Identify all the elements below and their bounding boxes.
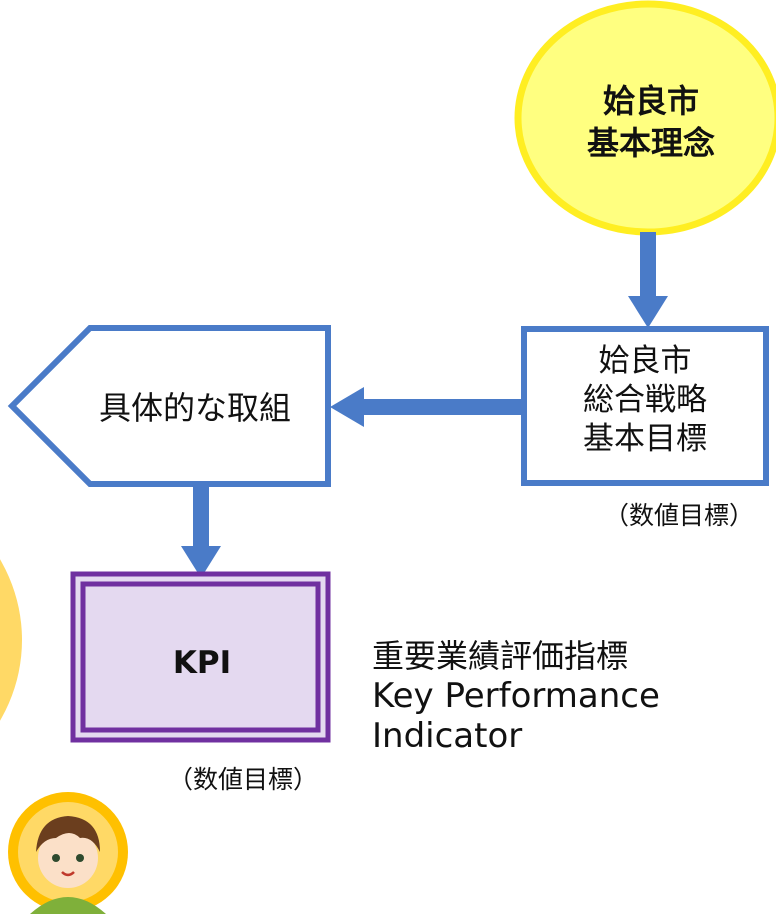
strategy-line-2: 総合戦略 bbox=[583, 382, 707, 418]
kpi-note: （数値目標） bbox=[167, 765, 318, 794]
strategy-box-label: 姶良市 総合戦略 基本目標 bbox=[524, 342, 766, 459]
kpi-description: 重要業績評価指標 Key Performance Indicator bbox=[372, 636, 660, 756]
initiatives-label: 具体的な取組 bbox=[98, 389, 291, 427]
kpi-box-inner bbox=[80, 581, 321, 733]
boy-avatar-icon bbox=[8, 792, 128, 914]
arrow-down-to-kpi bbox=[181, 484, 221, 578]
kpi-box-outer bbox=[70, 571, 331, 743]
initiatives-shape bbox=[7, 325, 331, 487]
kpi-description-english-1: Key Performance bbox=[372, 676, 660, 716]
kpi-description-japanese: 重要業績評価指標 bbox=[372, 637, 629, 675]
philosophy-line-1: 姶良市 bbox=[602, 82, 699, 120]
orange-circle-decoration bbox=[0, 559, 22, 721]
philosophy-line-2: 基本理念 bbox=[586, 124, 715, 162]
strategy-note: （数値目標） bbox=[603, 501, 754, 530]
kpi-label: KPI bbox=[172, 645, 232, 681]
arrow-down-to-strategy bbox=[628, 232, 668, 328]
strategy-line-3: 基本目標 bbox=[583, 421, 707, 457]
kpi-description-english-2: Indicator bbox=[372, 716, 523, 756]
philosophy-circle-label: 姶良市 基本理念 bbox=[536, 80, 766, 164]
strategy-line-1: 姶良市 bbox=[598, 343, 692, 379]
arrow-left-to-initiatives bbox=[330, 387, 524, 427]
